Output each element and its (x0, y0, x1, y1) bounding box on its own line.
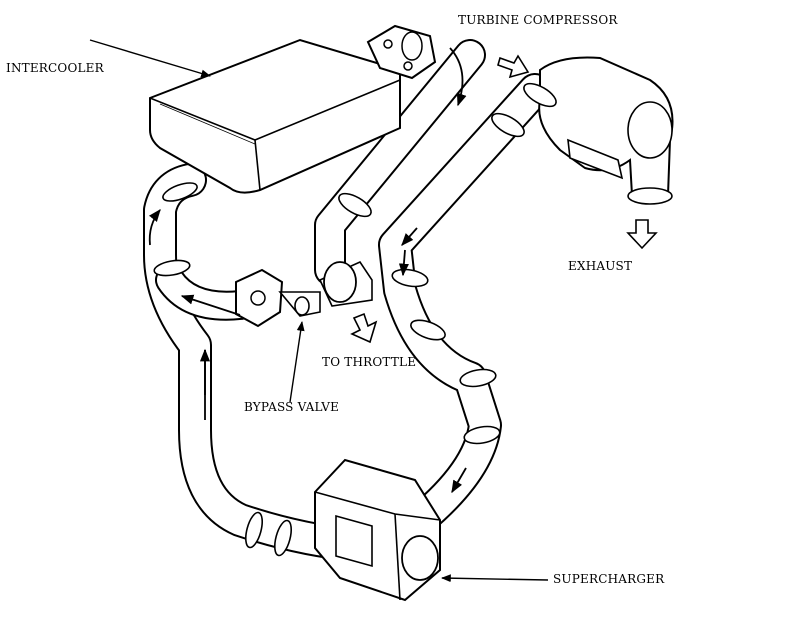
exhaust-label: EXHAUST (568, 259, 633, 273)
intercooler-unit (149, 38, 401, 194)
compressor-flow-arrow (497, 54, 530, 79)
supercharger-label: SUPERCHARGER (553, 572, 665, 586)
supercharger-leader (441, 574, 549, 583)
compressor-to-supercharger-pipe (378, 73, 552, 537)
flow-arrows (148, 47, 467, 494)
bypass-valve-assembly (235, 260, 373, 328)
intercooler-to-compressor-pipe (314, 39, 486, 286)
intercooler-leader (89, 39, 211, 78)
supercharger-unit (314, 458, 441, 602)
outline-arrows (350, 54, 658, 344)
bypass-valve-label: BYPASS VALVE (244, 400, 340, 414)
compressor-inlet-flange (366, 24, 437, 80)
turbine-compressor-housing (538, 56, 674, 205)
exhaust-arrow (626, 219, 658, 250)
to-throttle-label: TO THROTTLE (322, 355, 417, 369)
hose-clamps (153, 82, 557, 557)
bypass-valve-leader (289, 321, 305, 403)
turbine-compressor-label: TURBINE COMPRESSOR (458, 13, 618, 27)
leader-lines (89, 39, 549, 583)
to-throttle-arrow (350, 312, 378, 344)
intercooler-label: INTERCOOLER (6, 61, 104, 75)
